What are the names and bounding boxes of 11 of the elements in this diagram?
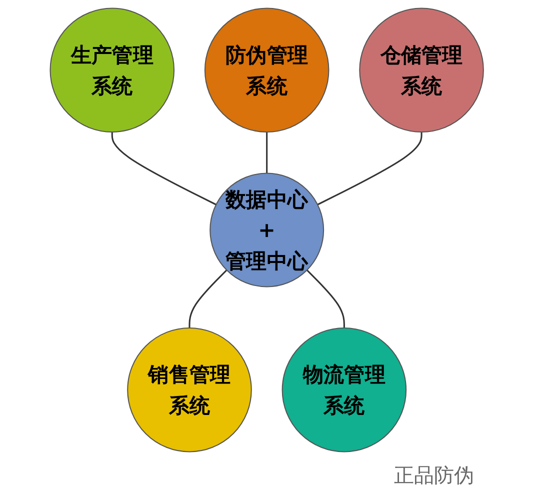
node-circle: 生产管理系统: [50, 8, 175, 133]
node-circle: 物流管理系统: [282, 327, 407, 452]
connector: [317, 132, 422, 206]
node-circle: 仓储管理系统: [359, 8, 484, 133]
note-text: 正品防伪: [394, 462, 474, 489]
connector: [266, 132, 268, 174]
node-circle: 防伪管理系统: [204, 8, 330, 133]
connector: [306, 270, 346, 328]
node-circle: 销售管理系统: [127, 327, 252, 452]
connector: [112, 132, 217, 206]
connector: [188, 270, 228, 328]
